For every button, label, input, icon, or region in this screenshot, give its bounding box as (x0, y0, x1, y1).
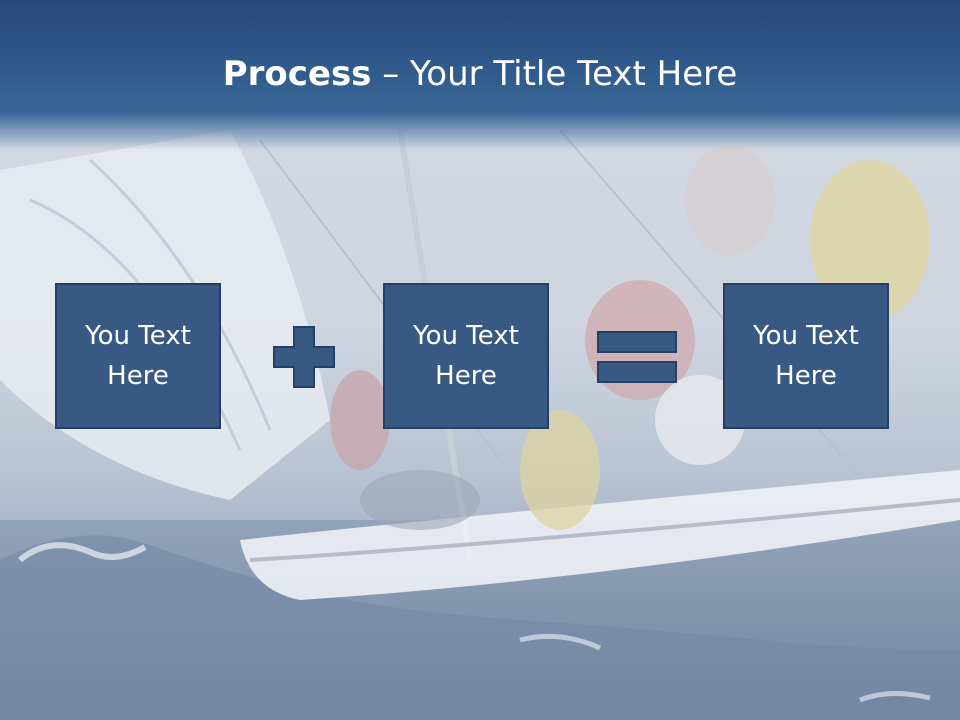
title-bar (0, 0, 960, 150)
equals-icon (597, 331, 677, 383)
process-box-1-text: You Text Here (85, 321, 191, 391)
plus-icon (273, 326, 335, 388)
process-box-2[interactable]: You Text Here (383, 283, 549, 429)
process-box-1[interactable]: You Text Here (55, 283, 221, 429)
title-rest: – Your Title Text Here (371, 54, 738, 94)
process-box-3-text: You Text Here (753, 321, 859, 391)
process-box-2-text: You Text Here (413, 321, 519, 391)
process-box-3[interactable]: You Text Here (723, 283, 889, 429)
slide-title: Process – Your Title Text Here (0, 52, 960, 96)
title-bold: Process (222, 54, 372, 94)
